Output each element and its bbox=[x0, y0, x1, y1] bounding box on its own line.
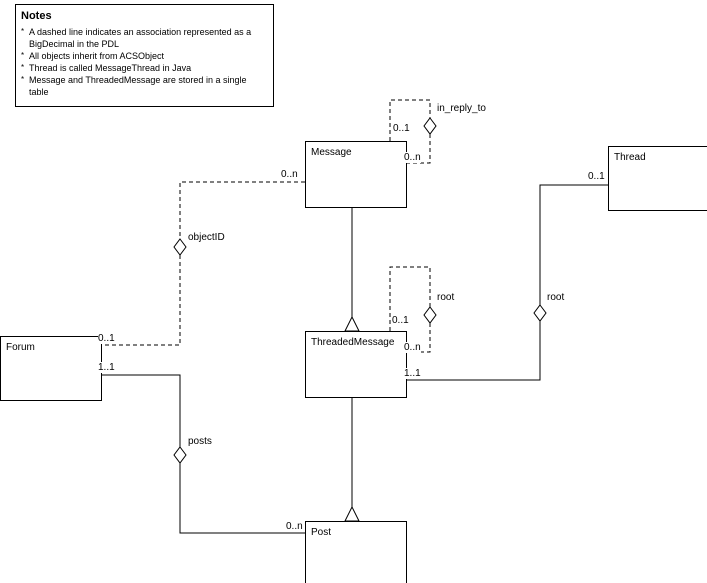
posts-diamond bbox=[173, 446, 187, 464]
multiplicity-in-reply-to-target: 0..n bbox=[404, 152, 421, 163]
note-bullet: * bbox=[21, 75, 25, 84]
in-reply-to-association-line bbox=[389, 99, 431, 164]
objectid-association-line bbox=[95, 181, 305, 346]
note-item: * Message and ThreadedMessage are stored… bbox=[21, 74, 267, 98]
class-name-message: Message bbox=[311, 147, 352, 158]
notes-panel: Notes * A dashed line indicates an assoc… bbox=[15, 4, 274, 107]
note-item: * Thread is called MessageThread in Java bbox=[21, 62, 267, 74]
posts-association-line bbox=[95, 374, 305, 534]
post-inheritance-triangle bbox=[344, 505, 360, 522]
root-thread-diamond bbox=[533, 304, 547, 322]
root-self-diamond bbox=[423, 306, 437, 324]
note-text: All objects inherit from ACSObject bbox=[29, 51, 165, 61]
association-label-root-self: root bbox=[437, 292, 455, 303]
class-box-forum: Forum bbox=[0, 336, 102, 401]
multiplicity-root-self-source: 0..1 bbox=[392, 315, 409, 326]
note-text: A dashed line indicates an association r… bbox=[29, 27, 252, 49]
in-reply-to-diamond bbox=[423, 117, 437, 135]
note-bullet: * bbox=[21, 27, 25, 36]
multiplicity-posts-post-end: 0..n bbox=[286, 521, 303, 532]
multiplicity-objectid-message-end: 0..n bbox=[281, 169, 298, 180]
objectid-diamond bbox=[173, 238, 187, 256]
association-label-objectid: objectID bbox=[188, 232, 225, 243]
note-text: Thread is called MessageThread in Java bbox=[29, 63, 192, 73]
note-item: * All objects inherit from ACSObject bbox=[21, 50, 267, 62]
note-bullet: * bbox=[21, 63, 25, 72]
multiplicity-root-self-target: 0..n bbox=[404, 342, 421, 353]
class-box-threadedmessage: ThreadedMessage bbox=[305, 331, 407, 398]
class-box-post: Post bbox=[305, 521, 407, 583]
class-box-thread: Thread bbox=[608, 146, 707, 211]
class-name-forum: Forum bbox=[6, 342, 35, 353]
association-label-in-reply-to: in_reply_to bbox=[437, 103, 486, 114]
class-name-post: Post bbox=[311, 527, 332, 538]
multiplicity-root-thread-end: 0..1 bbox=[588, 171, 605, 182]
root-thread-association-line bbox=[400, 184, 608, 381]
note-bullet: * bbox=[21, 51, 25, 60]
class-name-thread: Thread bbox=[614, 152, 646, 163]
threadedmessage-inheritance-triangle bbox=[344, 315, 360, 332]
multiplicity-posts-forum-end: 1..1 bbox=[98, 362, 115, 373]
association-label-posts: posts bbox=[188, 436, 212, 447]
class-box-message: Message bbox=[305, 141, 407, 208]
multiplicity-root-threadedmessage-end: 1..1 bbox=[404, 368, 421, 379]
note-item: * A dashed line indicates an association… bbox=[21, 26, 267, 50]
class-name-threadedmessage: ThreadedMessage bbox=[311, 337, 395, 348]
note-text: Message and ThreadedMessage are stored i… bbox=[29, 75, 247, 97]
multiplicity-objectid-forum-end: 0..1 bbox=[98, 333, 115, 344]
association-label-root-thread: root bbox=[547, 292, 565, 303]
multiplicity-in-reply-to-source: 0..1 bbox=[393, 123, 410, 134]
notes-title: Notes bbox=[21, 10, 52, 22]
